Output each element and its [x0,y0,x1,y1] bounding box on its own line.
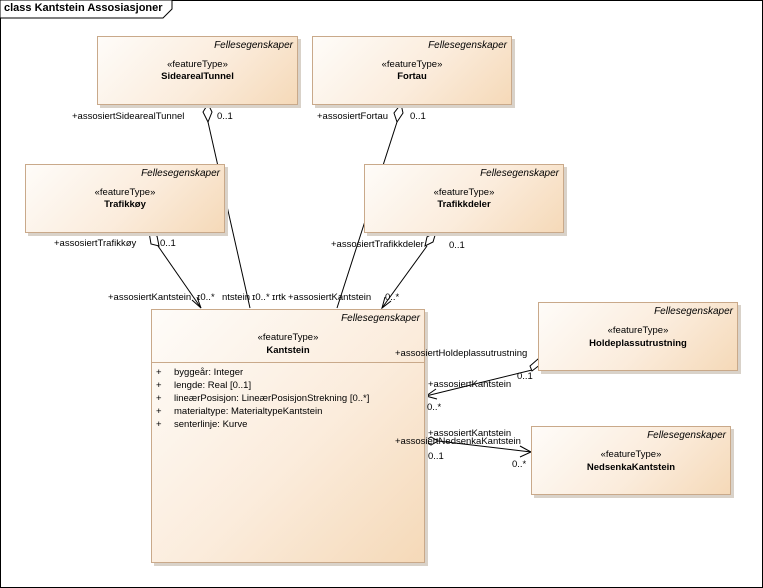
attribute-list: + byggeår: Integer + lengde: Real [0..1] +… [156,366,420,431]
role-label-kantstein-holdeplass: +assosiertKantstein [428,379,512,390]
multiplicity-kantstein-nedsenka: 0..1 [428,451,444,462]
role-label-fortau: +assosiertFortau [317,111,389,122]
class-name: Fortau [397,71,427,82]
role-label-holdeplassutrustning: +assosiertHoldeplassutrustning [395,348,528,359]
class-package: Fellesegenskaper [480,168,559,179]
multiplicity-fortau: 0..1 [410,111,426,122]
aggregation-diamond [393,102,404,124]
attribute-item: + lineærPosisjon: LineærPosisjonStrekning… [156,392,420,405]
class-stereotype: «featureType» [600,449,662,460]
class-name: Trafikkøy [104,199,146,210]
association-sidearealtunnel[interactable] [202,102,251,309]
attribute-item: + senterlinje: Kurve [156,418,420,431]
attribute-text: senterlinje: Kurve [174,419,248,430]
attribute-text: lineærPosisjon: LineærPosisjonStrekning … [174,393,370,404]
multiplicity-trafikkdeler: 0..1 [449,240,465,251]
multiplicity-nedsenkakantstein: 0..* [512,459,527,470]
class-package: Fellesegenskaper [654,306,733,317]
class-stereotype: «featureType» [607,325,669,336]
visibility-marker: + [156,367,162,378]
class-name: Kantstein [266,345,310,356]
multiplicity-trafikkoy: 0..1 [160,238,176,249]
class-stereotype: «featureType» [94,187,156,198]
class-kantstein[interactable]: Fellesegenskaper «featureType» Kantstein… [151,309,425,563]
class-package: Fellesegenskaper [141,168,220,179]
aggregation-diamond [148,231,160,247]
title-tab-shape [0,0,173,19]
multiplicity-kantstein-sidearealtunnel: ɪ0..* [252,292,270,303]
visibility-marker: + [156,406,162,417]
visibility-marker: + [156,380,162,391]
arrowhead [191,296,202,309]
aggregation-diamond [202,102,213,124]
attribute-item: + lengde: Real [0..1] [156,379,420,392]
class-package: Fellesegenskaper [428,40,507,51]
arrowhead [381,296,392,310]
class-nedsenkakantstein[interactable]: Fellesegenskaper «featureType» NedsenkaK… [531,426,731,495]
class-name: SidearealTunnel [161,71,234,82]
class-stereotype: «featureType» [381,59,443,70]
class-sidearealtunnel[interactable]: Fellesegenskaper «featureType» Sideareal… [97,36,298,105]
class-trafikkoy[interactable]: Fellesegenskaper «featureType» Trafikkøy [25,164,225,233]
class-package: Fellesegenskaper [214,40,293,51]
aggregation-diamond [424,230,437,247]
association-trafikkoy[interactable] [148,231,202,309]
role-label-kantstein-sidearealtunnel: ntstein [222,292,250,303]
class-stereotype: «featureType» [257,332,319,343]
class-name: Holdeplassutrustning [589,338,687,349]
multiplicity-kantstein-holdeplass: 0..* [427,402,442,413]
class-name: NedsenkaKantstein [586,462,676,473]
attribute-text: materialtype: MaterialtypeKantstein [174,406,323,417]
role-label-kantstein-fortau: ɪrtk [272,292,286,303]
role-label-kantstein-trafikkoy: +assosiertKantstein [108,292,192,303]
attribute-text: byggeår: Integer [174,367,244,378]
role-label-sidearealtunnel: +assosiertSidearealTunnel [72,111,185,122]
visibility-marker: + [156,419,162,430]
role-label-trafikkdeler: +assosiertTrafikkdeler [331,239,424,250]
class-trafikkdeler[interactable]: Fellesegenskaper «featureType» Trafikkde… [364,164,564,233]
diagram-title: class Kantstein Assosiasjoner [4,2,163,14]
attribute-item: + materialtype: MaterialtypeKantstein [156,405,420,418]
multiplicity-kantstein-trafikkoy: ɪ0..* [197,292,215,303]
arrowhead [424,388,438,400]
class-divider [152,362,424,363]
multiplicity-kantstein-trafikkdeler: 0..* [385,292,400,303]
class-name: Trafikkdeler [437,199,491,210]
role-label-kantstein-nedsenka: +assosiertKantstein [428,428,512,439]
class-fortau[interactable]: Fellesegenskaper «featureType» Fortau [312,36,512,105]
visibility-marker: + [156,393,162,404]
attribute-text: lengde: Real [0..1] [174,380,252,391]
class-stereotype: «featureType» [167,59,228,70]
class-stereotype: «featureType» [433,187,495,198]
multiplicity-holdeplassutrustning: 0..1 [517,371,533,382]
attribute-item: + byggeår: Integer [156,366,420,379]
role-label-nedsenkakantstein: +assosiertNedsenkaKantstein [395,436,521,447]
role-label-trafikkoy: +assosiertTrafikkøy [54,238,137,249]
class-holdeplassutrustning[interactable]: Fellesegenskaper «featureType» Holdeplas… [538,302,738,371]
role-label-kantstein-trafikkdeler: +assosiertKantstein [288,292,372,303]
class-package: Fellesegenskaper [341,313,420,324]
class-package: Fellesegenskaper [647,430,726,441]
association-nedsenka[interactable] [422,436,533,458]
association-trafikkdeler[interactable] [381,230,437,310]
multiplicity-sidearealtunnel: 0..1 [217,111,233,122]
